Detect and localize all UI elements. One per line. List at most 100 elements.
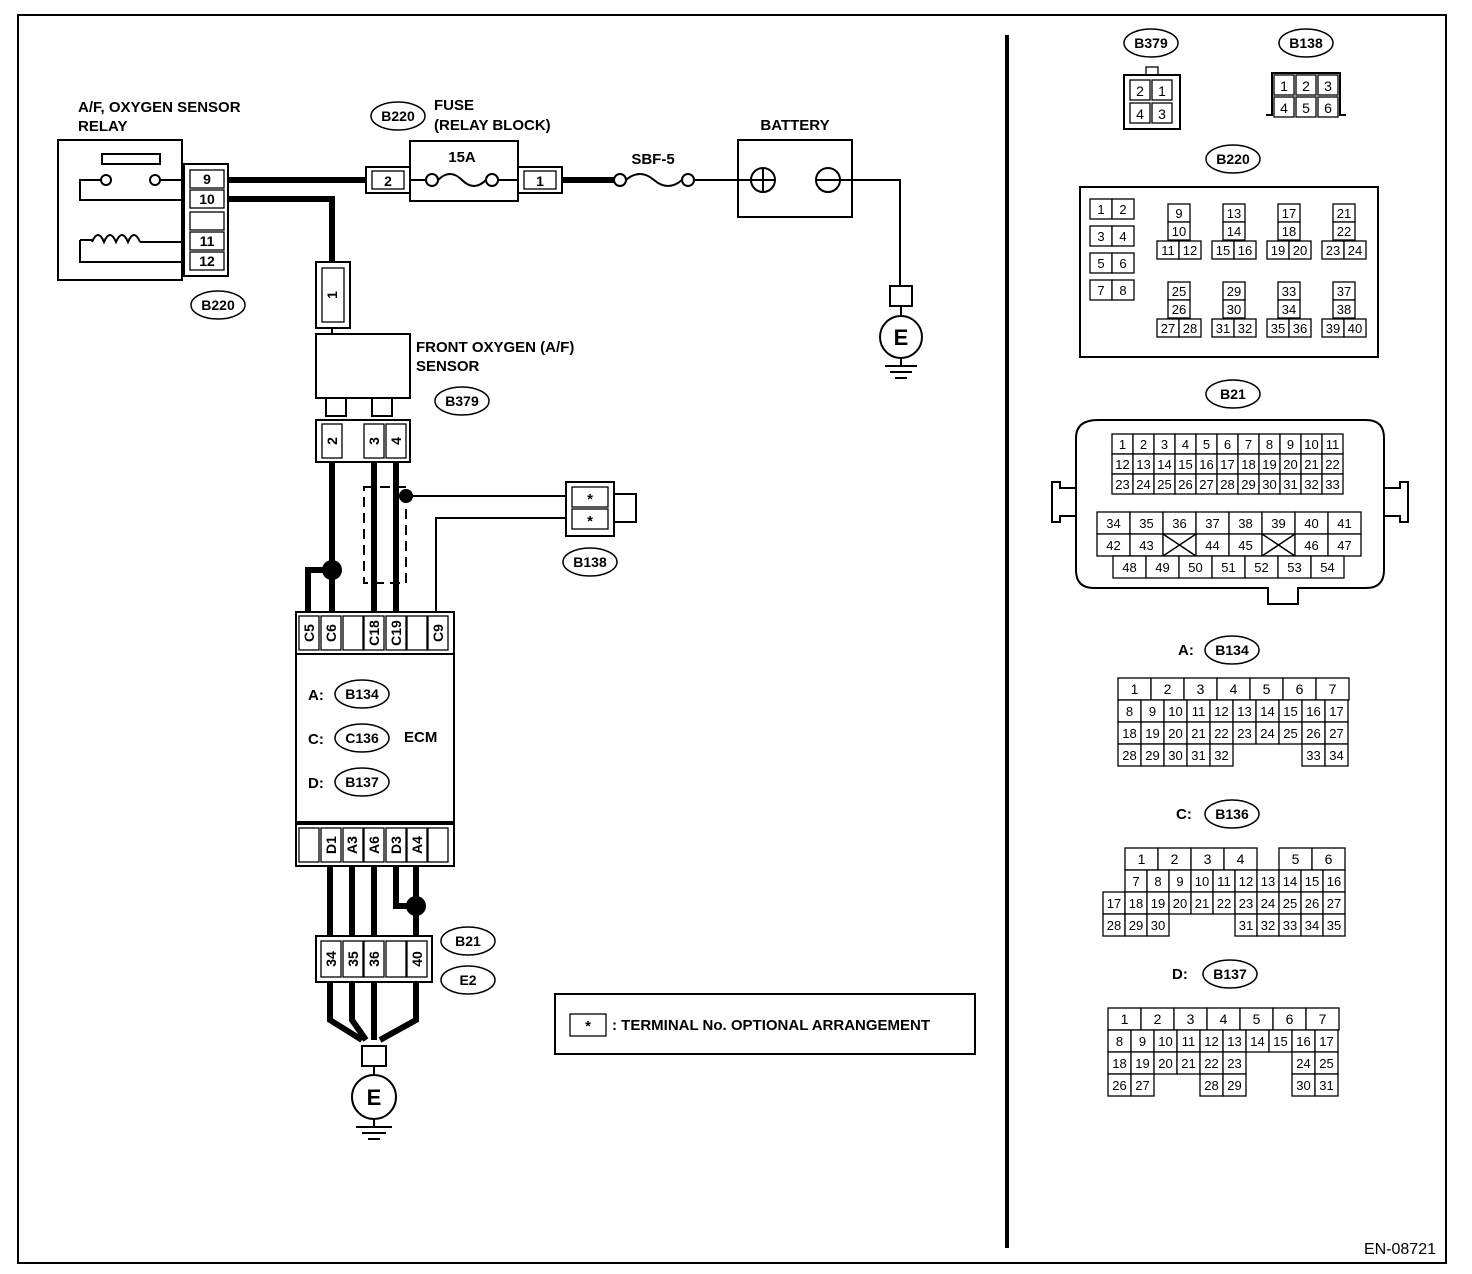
pin-cell [1209, 743, 1234, 767]
fuse-pin-in: 2 [384, 173, 392, 189]
ecm-pin-d3: D3 [388, 836, 404, 854]
pin-label: 11 [1161, 243, 1175, 258]
pin-label: 4 [1237, 851, 1245, 867]
pin-cell [1146, 913, 1170, 937]
pin-label: 27 [1161, 321, 1175, 336]
pin-label: 11 [1182, 1034, 1196, 1049]
pin-label: 49 [1155, 560, 1169, 575]
pin-label: 33 [1306, 748, 1320, 763]
pin-label: 17 [1220, 457, 1234, 472]
pin-label: 14 [1250, 1034, 1264, 1049]
pin-label: 28 [1204, 1078, 1218, 1093]
relay-coil [79, 234, 182, 263]
pin-label: 35 [1139, 516, 1153, 531]
pin-label: 29 [1145, 748, 1159, 763]
pin-label: 14 [1227, 224, 1241, 239]
pin-label: 15 [1283, 704, 1297, 719]
pin-cell [1111, 198, 1135, 220]
pin-label: 9 [1287, 437, 1294, 452]
fuse-rating: 15A [448, 149, 476, 166]
sbf-label: SBF-5 [631, 151, 674, 168]
pin-label: 6 [1296, 681, 1304, 697]
pin-label: 47 [1337, 538, 1351, 553]
pin-label: 5 [1263, 681, 1271, 697]
ecm: C5 C6 C18 C19 C9 A: B134 C: C136 ECM D: … [295, 611, 455, 867]
pin-label: 23 [1326, 243, 1340, 258]
pin-label: 3 [1204, 851, 1212, 867]
pin-cell [1324, 743, 1349, 767]
legend-box [554, 993, 976, 1055]
pin-label: 31 [1191, 748, 1205, 763]
pin-label: 29 [1129, 918, 1143, 933]
pin-label: 12 [1115, 457, 1129, 472]
b138-view-cell: 4 [1280, 100, 1288, 116]
pin-label: 3 [1187, 1011, 1195, 1027]
pin-label: 33 [1325, 477, 1339, 492]
view-b138-code: B138 [1289, 35, 1323, 51]
pin-label: 4 [1220, 1011, 1228, 1027]
relay-pin-11: 11 [200, 233, 215, 249]
ecm-label: ECM [404, 729, 437, 746]
pin-label: 29 [1227, 284, 1241, 299]
ecm-pin-c6: C6 [323, 624, 339, 642]
pin-label: 7 [1329, 681, 1337, 697]
b21-pin-40: 40 [409, 951, 425, 967]
battery-label: BATTERY [760, 117, 829, 134]
b21-joint-code: B21 [455, 933, 481, 949]
pin-label: 15 [1178, 457, 1192, 472]
pin-label: 2 [1171, 851, 1179, 867]
view-d-code: B137 [1213, 966, 1247, 982]
fuse-element [437, 173, 487, 187]
pin-label: 31 [1239, 918, 1253, 933]
pin-label: 21 [1337, 206, 1351, 221]
relay-label-1: A/F, OXYGEN SENSOR [78, 99, 241, 116]
pin-label: 3 [1161, 437, 1168, 452]
pin-cell [1233, 240, 1257, 260]
pin-label: 51 [1221, 560, 1235, 575]
pin-label: 34 [1305, 918, 1319, 933]
pin-label: 9 [1176, 874, 1183, 889]
ecm-pin-c18: C18 [366, 620, 382, 646]
pin-label: 1 [1131, 681, 1139, 697]
relay-pin-9: 9 [203, 171, 211, 187]
view-d-prefix: D: [1172, 966, 1188, 983]
b21-pin-36: 36 [366, 951, 382, 967]
pin-label: 44 [1205, 538, 1219, 553]
pin-label: 30 [1262, 477, 1276, 492]
pin-label: 43 [1139, 538, 1153, 553]
b138-code: B138 [573, 554, 607, 570]
pin-label: 8 [1266, 437, 1273, 452]
pin-label: 41 [1337, 516, 1351, 531]
pin-label: 14 [1283, 874, 1297, 889]
pin-label: 5 [1203, 437, 1210, 452]
pin-label: 30 [1296, 1078, 1310, 1093]
b138-badge [562, 547, 618, 577]
pin-label: 32 [1214, 748, 1228, 763]
wire-battery-ground [840, 179, 901, 286]
pin-cell [1111, 279, 1135, 301]
fuse-connector-code: B220 [381, 108, 415, 124]
b21-pin-35: 35 [345, 951, 361, 967]
wire-c9-b138 [435, 517, 566, 612]
pin-label: 13 [1227, 206, 1241, 221]
ecm-code-c: C136 [345, 730, 379, 746]
pin-cell [1222, 221, 1246, 241]
pin-label: 24 [1261, 896, 1275, 911]
splice-d3-a4 [406, 896, 426, 916]
pin-label: 32 [1304, 477, 1318, 492]
pin-label: 17 [1329, 704, 1343, 719]
view-a-prefix: A: [1178, 642, 1194, 659]
legend-text: : TERMINAL No. OPTIONAL ARRANGEMENT [612, 1017, 930, 1034]
sensor-pin-4: 4 [388, 437, 404, 445]
pin-label: 27 [1327, 896, 1341, 911]
pin-label: 19 [1135, 1056, 1149, 1071]
pin-label: 24 [1296, 1056, 1310, 1071]
pin-label: 10 [1168, 704, 1182, 719]
pin-cell [1277, 221, 1301, 241]
pin-label: 7 [1097, 283, 1104, 298]
pin-cell [1321, 473, 1344, 495]
pin-label: 7 [1319, 1011, 1327, 1027]
pin-label: 27 [1329, 726, 1343, 741]
